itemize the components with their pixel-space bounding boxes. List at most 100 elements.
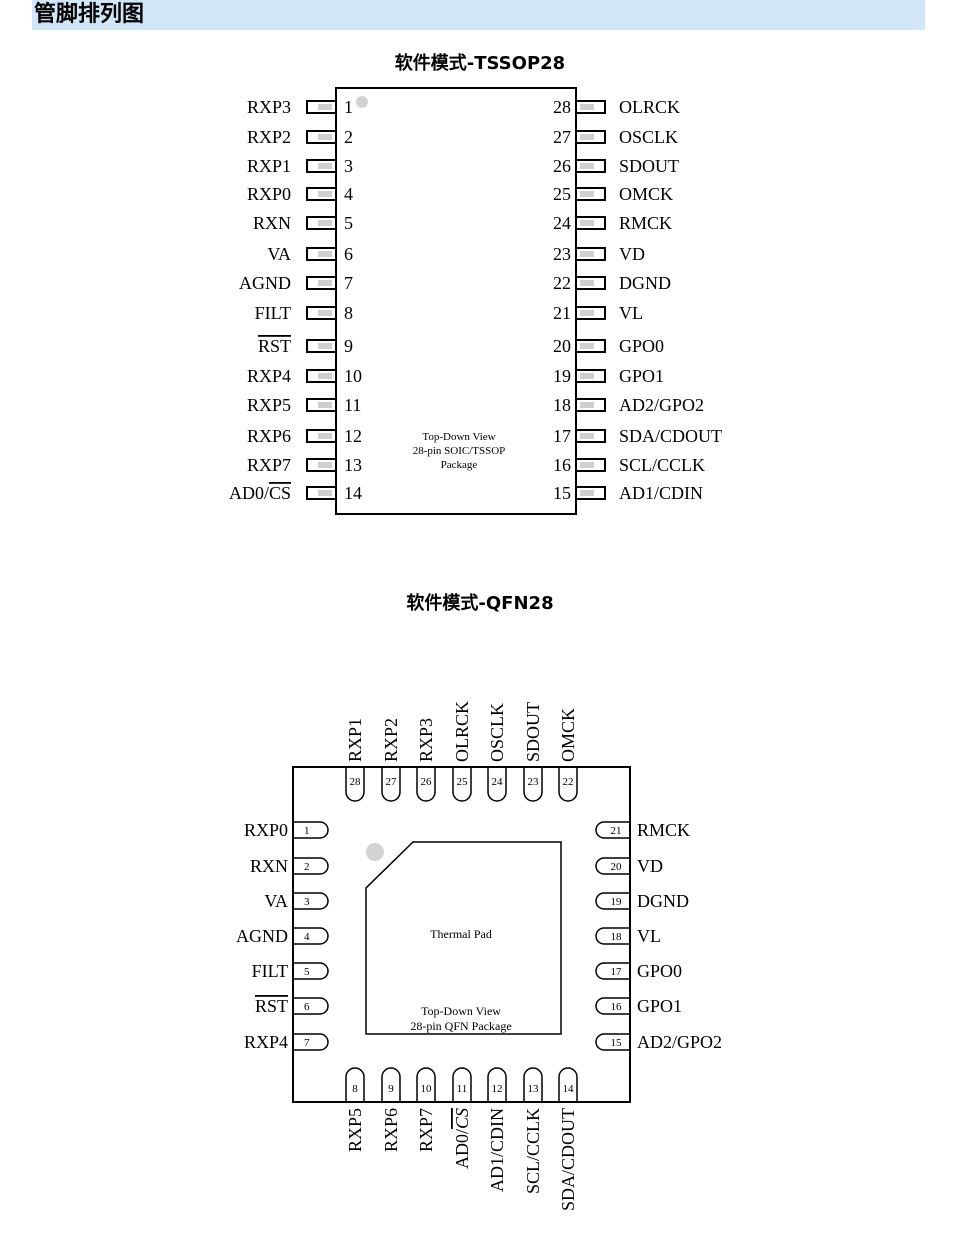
pin-number: 28: [350, 776, 362, 788]
qfn-pad: [558, 768, 578, 802]
pin-name-rxp4: RXP4: [244, 1032, 288, 1052]
pin-lead-fill: [580, 343, 594, 349]
pin-number: 7: [344, 273, 353, 293]
qfn-pad: [294, 892, 329, 910]
pin-number: 17: [611, 966, 623, 978]
pin-number: 26: [421, 776, 433, 788]
pin-name-dgnd: DGND: [637, 891, 689, 911]
qfn-pad: [595, 1033, 629, 1051]
pin-number: 10: [421, 1083, 433, 1095]
section-header: 管脚排列图: [32, 0, 925, 30]
pin-name-vl: VL: [637, 926, 661, 946]
qfn-pad: [452, 768, 472, 802]
pin-name-scl-cclk: SCL/CCLK: [523, 1108, 543, 1194]
pin-number: 5: [344, 213, 353, 233]
qfn-pad: [452, 1067, 472, 1101]
qfn-pad: [294, 927, 329, 945]
pin-number: 27: [553, 127, 571, 147]
qfn-pad: [294, 857, 329, 875]
pin-number: 27: [386, 776, 398, 788]
pin-number: 8: [344, 303, 353, 323]
pin-number: 13: [344, 455, 362, 475]
qfn-pad: [416, 1067, 436, 1101]
pin-lead-fill: [580, 191, 594, 197]
pin-name-ad1-cdin: AD1/CDIN: [487, 1108, 507, 1192]
pin-number: 7: [304, 1037, 310, 1049]
pin-number: 26: [553, 156, 571, 176]
pin1-marker: [366, 843, 384, 861]
pin-number: 9: [388, 1083, 394, 1095]
pin-name-rxp5: RXP5: [345, 1108, 365, 1152]
pin-name-gpo1: GPO1: [637, 996, 682, 1016]
pin-name-gpo1: GPO1: [619, 366, 664, 386]
pin-name-olrck: OLRCK: [452, 701, 472, 762]
pin-number: 13: [528, 1083, 540, 1095]
pin-number: 9: [344, 336, 353, 356]
qfn-caption-line1: Top-Down View: [421, 1004, 501, 1018]
pin-number: 4: [304, 931, 310, 943]
qfn-pad: [345, 768, 365, 802]
pin-number: 23: [528, 776, 540, 788]
pin-number: 21: [611, 825, 622, 837]
qfn-pad: [294, 962, 329, 980]
pin1-marker: [356, 96, 368, 108]
pin-name-osclk: OSCLK: [487, 703, 507, 762]
pin-number: 22: [553, 273, 571, 293]
qfn-pad: [595, 821, 629, 839]
tssop-package: Top-Down View 28-pin SOIC/TSSOP Package …: [229, 87, 722, 515]
pin-lead-fill: [580, 490, 594, 496]
pin-name-olrck: OLRCK: [619, 97, 680, 117]
pin-lead-fill: [318, 280, 332, 286]
pin-number: 18: [611, 931, 623, 943]
pin-number: 6: [304, 1001, 310, 1013]
pin-name-rxp2: RXP2: [381, 718, 401, 762]
qfn-pad: [381, 1067, 401, 1101]
pin-name-rxp7: RXP7: [416, 1108, 436, 1152]
tssop-pin-5: 5 RXN: [253, 213, 353, 233]
pin-name-sda-cdout: SDA/CDOUT: [619, 426, 722, 446]
pin-lead-fill: [318, 220, 332, 226]
pin-number: 24: [492, 776, 504, 788]
pin-lead-fill: [318, 373, 332, 379]
qfn-pin-17: 17 GPO0: [595, 961, 682, 981]
pin-name-gpo0: GPO0: [619, 336, 664, 356]
pin-name-rxp6: RXP6: [381, 1108, 401, 1152]
pin-name-rxp4: RXP4: [247, 366, 291, 386]
pin-name-ad2-gpo2: AD2/GPO2: [619, 395, 704, 415]
pin-name-vd: VD: [619, 244, 645, 264]
pin-name-rxn: RXN: [253, 213, 291, 233]
thermal-pad-label: Thermal Pad: [430, 927, 492, 941]
pin-number: 14: [344, 483, 362, 503]
tssop-pin-13: 13 RXP7: [247, 455, 362, 475]
pin-lead-fill: [580, 251, 594, 257]
qfn-pin-18: 18 VL: [595, 926, 661, 946]
pin-lead-fill: [318, 490, 332, 496]
pin-name-ad2-gpo2: AD2/GPO2: [637, 1032, 722, 1052]
overbar-text: RST: [255, 996, 288, 1016]
pin-number: 3: [304, 896, 310, 908]
pin-number: 25: [457, 776, 469, 788]
pin-number: 19: [611, 896, 623, 908]
pin-name-rxp7: RXP7: [247, 455, 291, 475]
tssop-pin-6: 6VA: [267, 244, 353, 264]
pin-name-agnd: AGND: [239, 273, 291, 293]
pin-lead-fill: [580, 104, 594, 110]
pin-name-gpo0: GPO0: [637, 961, 682, 981]
pin-number: 24: [553, 213, 571, 233]
qfn-pin-27: 27 RXP2: [381, 718, 401, 802]
tssop-body: [335, 87, 577, 515]
